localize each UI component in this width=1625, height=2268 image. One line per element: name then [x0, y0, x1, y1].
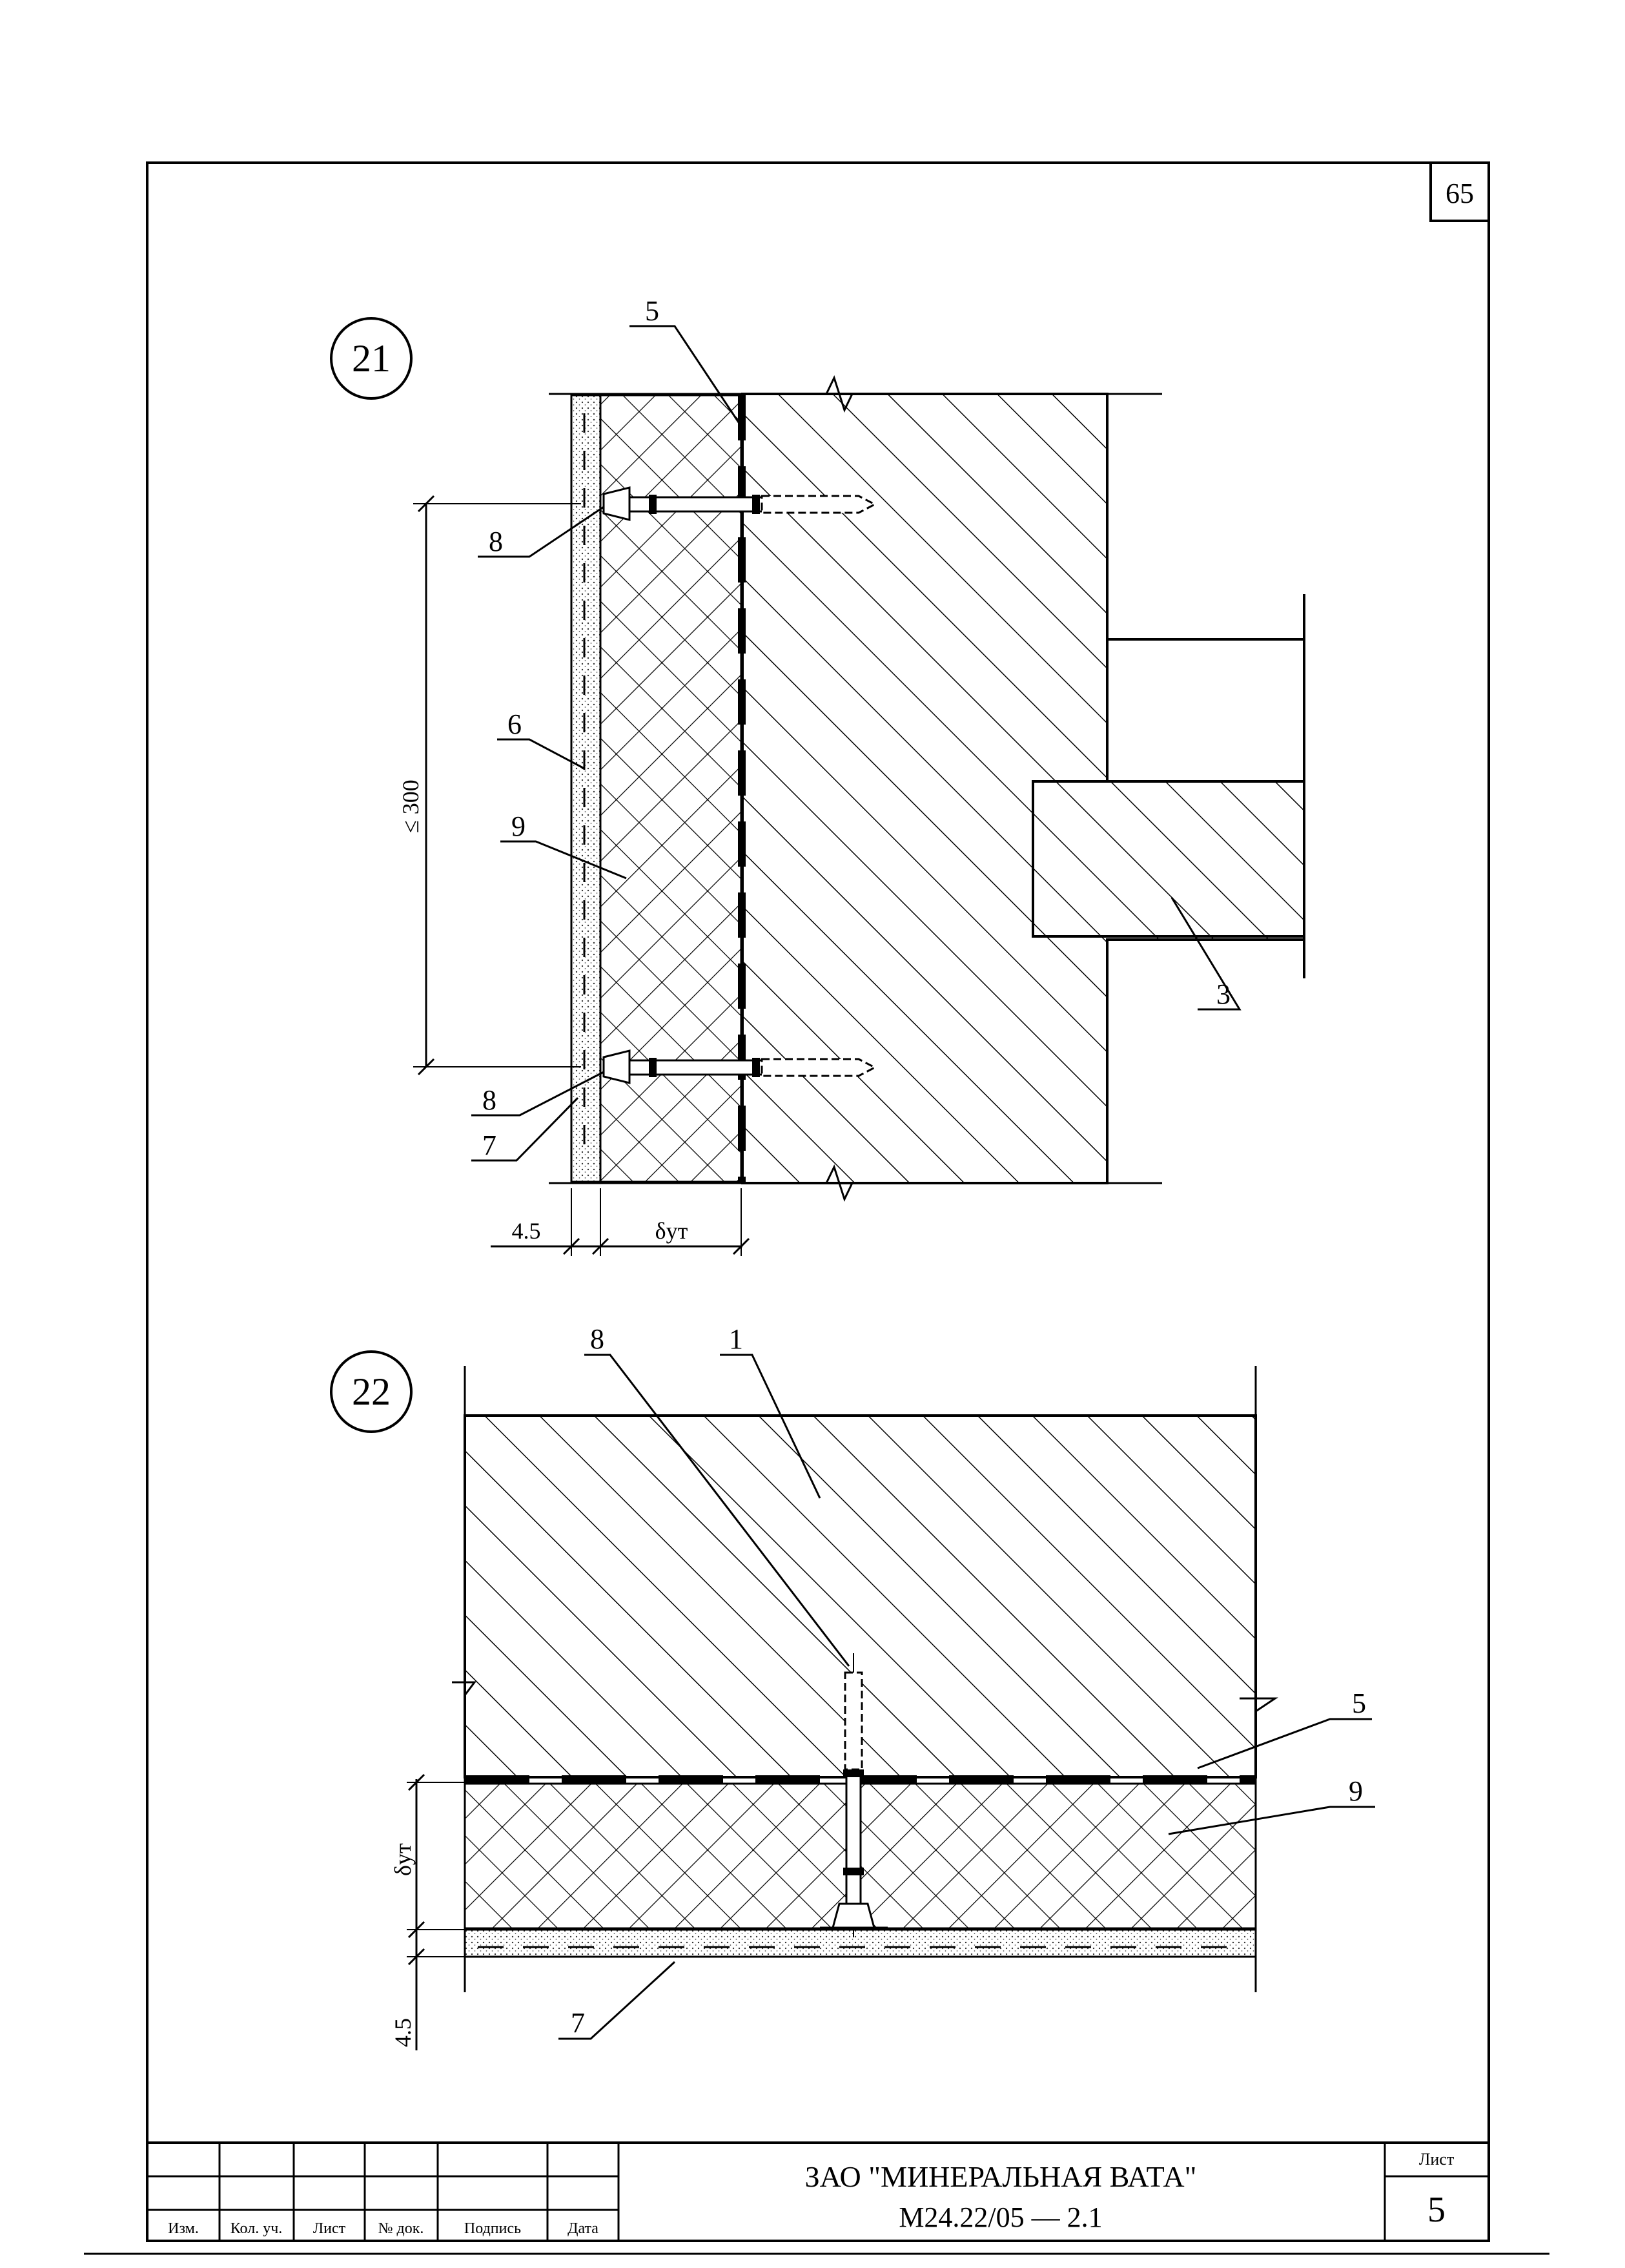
dimension-insulation-thickness-22: δут: [390, 1843, 416, 1876]
header-doc-no: № док.: [378, 2220, 424, 2237]
render-layer-22: [464, 1928, 1257, 1958]
label-render-21: 7: [482, 1129, 496, 1161]
dimension-render-thickness-22: 4.5: [390, 2018, 416, 2047]
dimension-bottom-21: 4.5 δут: [491, 1188, 750, 1256]
dimension-spacing-21: ≤ 300: [398, 495, 581, 1076]
sheet-number-box: 65: [1429, 161, 1490, 222]
label-membrane-21: 5: [645, 295, 659, 327]
header-izm: Изм.: [168, 2220, 199, 2237]
label-render-22: 7: [571, 2007, 585, 2039]
label-membrane-22: 5: [1352, 1687, 1366, 1719]
upper-wall-21: [1106, 638, 1305, 783]
leaders-21: [471, 325, 1242, 1162]
insulation-21: [599, 394, 742, 1183]
sheet-number: 65: [1446, 178, 1474, 209]
title-block: Изм. Кол. уч. Лист № док. Подпись Дата З…: [146, 2141, 1490, 2242]
anchor-top-21: [602, 486, 877, 521]
detail-21-number: 21: [352, 337, 391, 380]
label-anchor-top-21: 8: [489, 526, 503, 557]
sheet-value: 5: [1427, 2190, 1446, 2230]
dimension-spacing-label: ≤ 300: [398, 779, 424, 833]
label-mesh-21: 6: [507, 708, 522, 740]
document-code: М24.22/05 — 2.1: [899, 2201, 1102, 2233]
label-anchor-bottom-21: 8: [482, 1084, 496, 1116]
detail-22-number: 22: [352, 1370, 391, 1413]
header-kol-uch: Кол. уч.: [230, 2220, 283, 2237]
label-insulation-22: 9: [1349, 1775, 1363, 1807]
sheet-label: Лист: [1419, 2150, 1454, 2169]
detail-22-marker: [330, 1350, 413, 1433]
dimension-left-22: δут 4.5: [390, 1773, 465, 2050]
render-layer-21: [570, 394, 602, 1183]
label-wall-22: 1: [729, 1323, 743, 1355]
detail-21-marker: [330, 317, 413, 400]
header-signature: Подпись: [464, 2220, 521, 2237]
header-date: Дата: [567, 2220, 598, 2237]
header-list: Лист: [313, 2220, 346, 2237]
dimension-render-thickness-21: 4.5: [512, 1218, 541, 1244]
anchor-bottom-21: [602, 1049, 877, 1084]
organization-name: ЗАО "МИНЕРАЛЬНАЯ ВАТА": [805, 2160, 1197, 2193]
anchor-22: [820, 1653, 888, 1937]
label-insulation-21: 9: [511, 810, 526, 842]
detail-22: 22: [330, 1323, 1375, 2050]
dimension-insulation-thickness-21: δут: [655, 1218, 688, 1244]
label-anchor-22: 8: [590, 1323, 604, 1355]
floor-slab-21: [1032, 780, 1305, 938]
leaders-22: [558, 1354, 1375, 2040]
detail-21: 21: [330, 295, 1305, 1256]
label-slab-21: 3: [1216, 978, 1231, 1010]
